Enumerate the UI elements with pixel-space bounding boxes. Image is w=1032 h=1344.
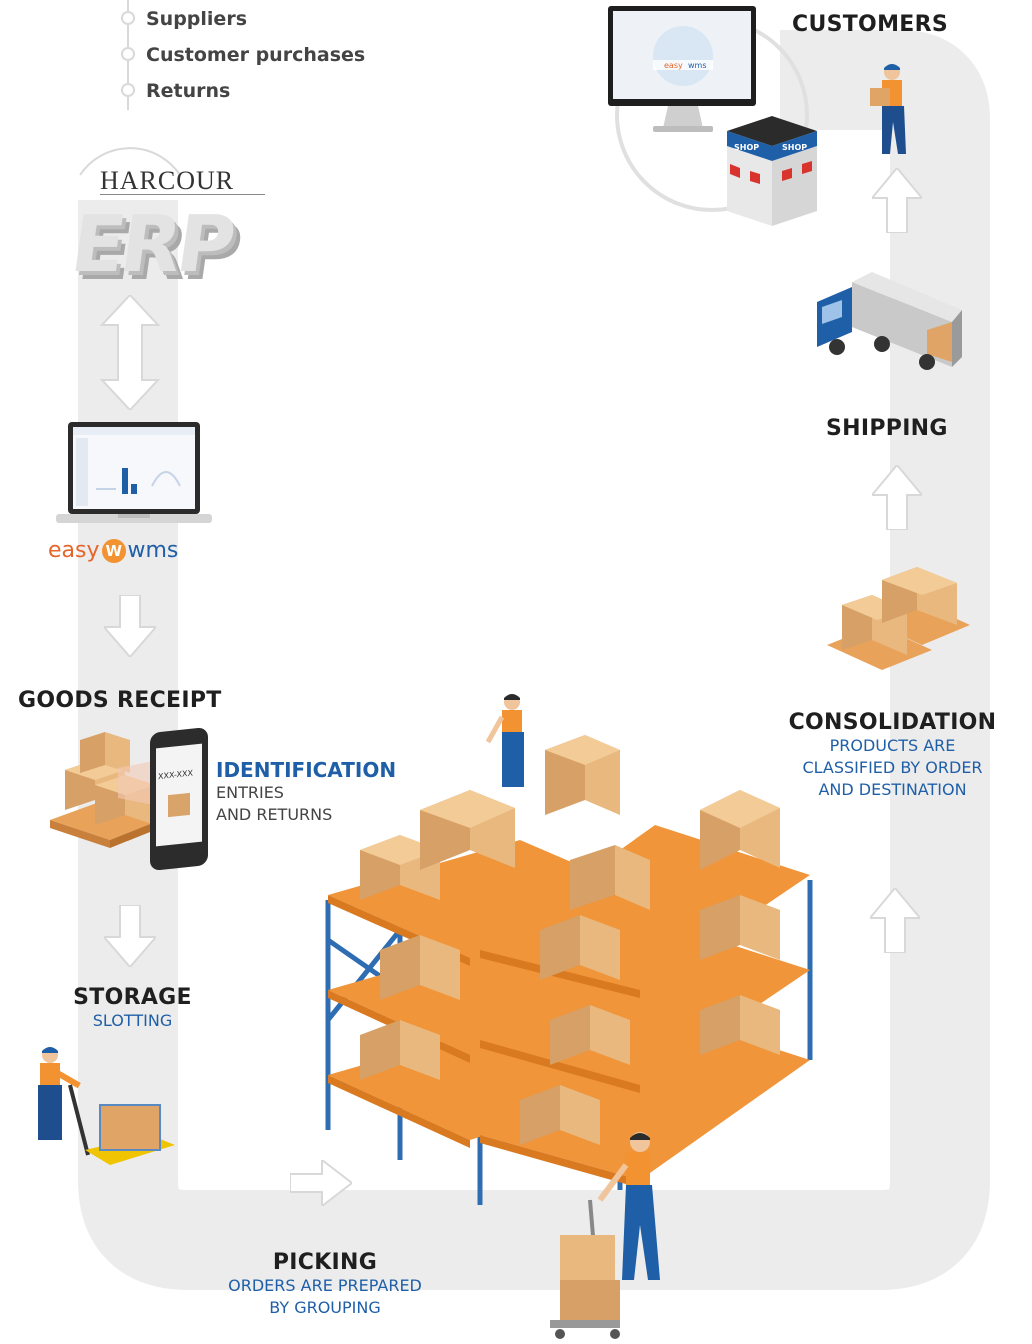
svg-text:wms: wms xyxy=(688,61,707,70)
worker-pallet-jack-icon xyxy=(38,1047,175,1165)
up-arrow-icon xyxy=(872,465,922,530)
laptop-icon xyxy=(56,422,212,523)
consolidation-title: CONSOLIDATION xyxy=(788,710,997,735)
storage-title: STORAGE xyxy=(73,985,192,1010)
identification-line2: AND RETURNS xyxy=(216,805,333,824)
storage-sub: SLOTTING xyxy=(92,1011,173,1030)
harcour-logo: HARCOUR xyxy=(100,166,235,195)
erp-block: ERP xyxy=(65,200,237,290)
right-arrow-icon xyxy=(290,1160,352,1206)
easywms-logo-right: wms xyxy=(127,538,179,563)
truck-icon xyxy=(817,272,962,370)
handheld-code: XXX-XXX xyxy=(158,768,193,782)
shop-sign-right: SHOP xyxy=(782,143,807,152)
worker-cart-icon xyxy=(550,1132,660,1339)
harcour-underline xyxy=(100,194,265,195)
up-arrow-icon xyxy=(872,168,922,233)
shipping-title: SHIPPING xyxy=(826,416,948,441)
delivery-worker-icon xyxy=(870,64,906,154)
goods-receipt-title: GOODS RECEIPT xyxy=(18,688,222,713)
easywms-logo-left: easy xyxy=(48,538,100,563)
monitor-icon: easy wms xyxy=(608,6,756,132)
customers-title: CUSTOMERS xyxy=(792,12,948,37)
identification-block: IDENTIFICATION ENTRIES AND RETURNS xyxy=(216,758,396,826)
worker-picking-icon xyxy=(485,694,524,787)
picking-title: PICKING xyxy=(272,1250,378,1275)
double-arrow-icon xyxy=(100,295,160,410)
down-arrow-icon xyxy=(104,905,156,967)
shop-sign-left: SHOP xyxy=(734,143,759,152)
handheld-scanner: XXX-XXX xyxy=(150,726,208,872)
source-suppliers: Suppliers xyxy=(146,8,248,30)
consolidation-pallets-icon xyxy=(827,567,970,670)
easywms-logo: easy W wms xyxy=(48,538,178,563)
identification-title: IDENTIFICATION xyxy=(216,758,397,782)
storage-block: STORAGE SLOTTING xyxy=(50,985,215,1032)
svg-text:easy: easy xyxy=(664,61,683,70)
warehouse-racks xyxy=(325,735,813,1205)
source-returns: Returns xyxy=(146,80,231,102)
easywms-logo-mark-icon: W xyxy=(101,538,126,563)
identification-line1: ENTRIES xyxy=(216,783,284,802)
picking-block: PICKING ORDERS ARE PREPARED BY GROUPING xyxy=(200,1250,450,1319)
consolidation-line1: PRODUCTS ARE xyxy=(829,736,956,755)
shop-icon: SHOP SHOP xyxy=(727,116,817,226)
down-arrow-icon xyxy=(104,595,156,657)
consolidation-line2: CLASSIFIED BY ORDER xyxy=(802,758,983,777)
handheld-screen: XXX-XXX xyxy=(156,743,202,847)
consolidation-line3: AND DESTINATION xyxy=(818,780,967,799)
consolidation-block: CONSOLIDATION PRODUCTS ARE CLASSIFIED BY… xyxy=(770,710,1015,801)
picking-line1: ORDERS ARE PREPARED xyxy=(228,1276,422,1295)
source-customer-purchases: Customer purchases xyxy=(146,44,366,66)
up-arrow-icon xyxy=(870,888,920,953)
picking-line2: BY GROUPING xyxy=(269,1298,381,1317)
